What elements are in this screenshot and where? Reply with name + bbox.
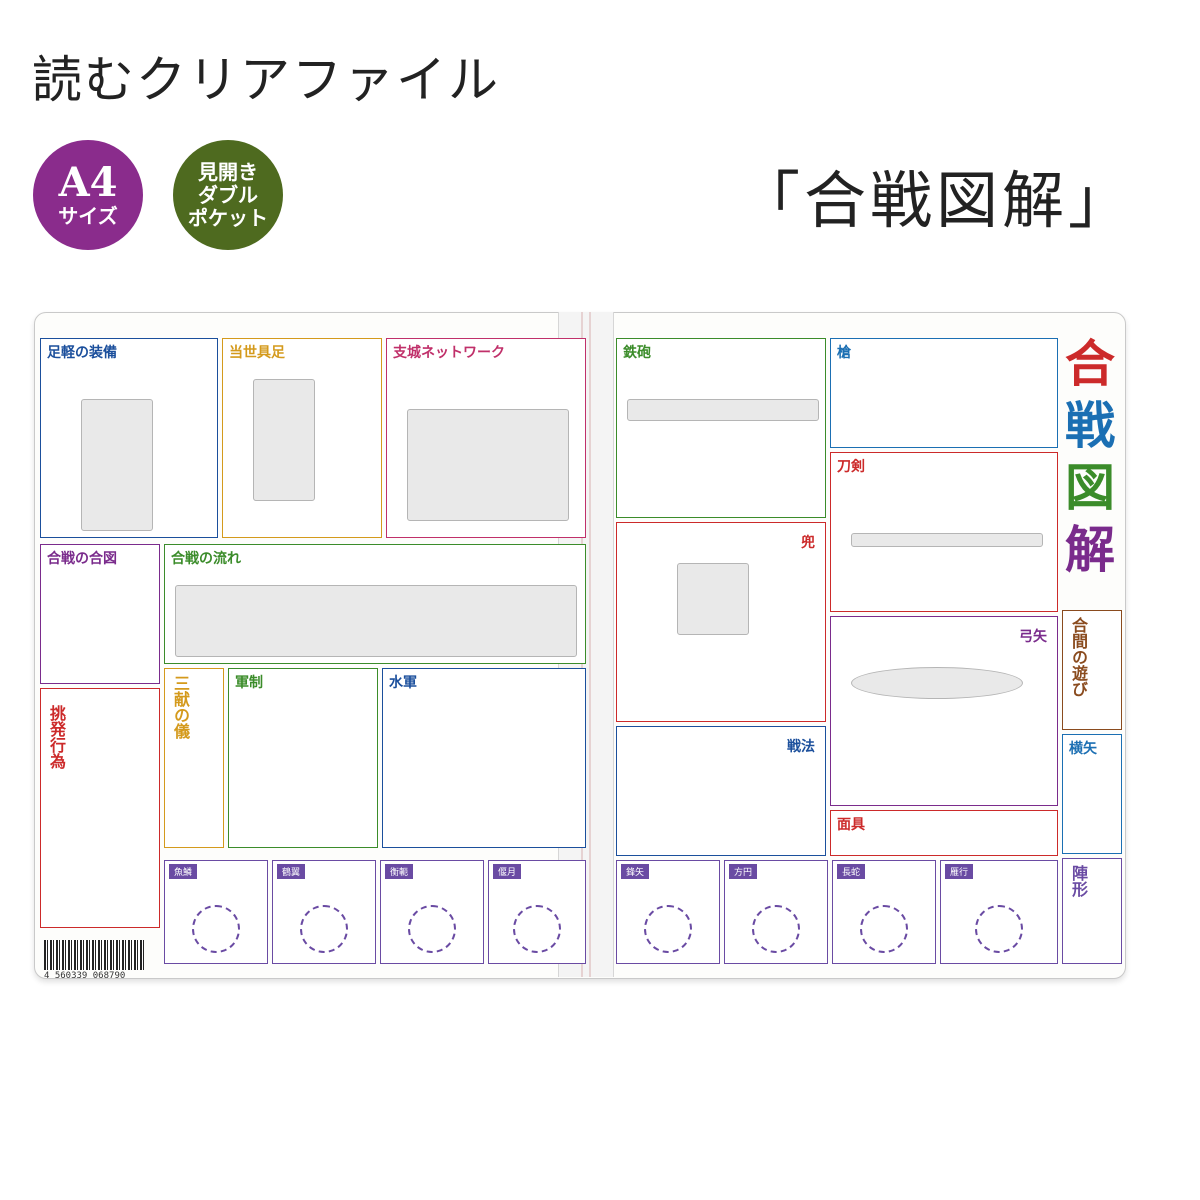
formation-tag: 長蛇 [837, 864, 866, 879]
logo-char: 図 [1065, 458, 1115, 517]
armor-illustration [253, 379, 315, 501]
formation-tag: 鶴翼 [277, 864, 306, 879]
bow-illustration [851, 667, 1023, 699]
formation-tag: 鋒矢 [621, 864, 650, 879]
section-title: 合戦の合図 [47, 551, 117, 567]
castle-illustration [407, 409, 569, 521]
section-yokoya: 横矢 [1062, 734, 1122, 854]
section-title: 弓矢 [1019, 629, 1047, 645]
section-tosei-gusoku: 当世具足 [222, 338, 382, 538]
section-kabuto: 兜 [616, 522, 826, 722]
section-sankon-no-gi: 三献の儀 [164, 668, 224, 848]
section-gunsei: 軍制 [228, 668, 378, 848]
section-title: 三献の儀 [171, 675, 190, 739]
size-badge-small: サイズ [58, 204, 118, 228]
formation-diagram-icon [975, 905, 1023, 953]
size-badge-big: A4 [58, 159, 118, 206]
section-kassen-no-aizu: 合戦の合図 [40, 544, 160, 684]
formation-cell: 鋒矢 [616, 860, 720, 964]
section-title: 当世具足 [229, 345, 285, 361]
barcode [44, 940, 144, 970]
formation-diagram-icon [644, 905, 692, 953]
section-title: 合戦の流れ [171, 551, 241, 567]
section-title: 支城ネットワーク [393, 345, 505, 361]
formation-diagram-icon [300, 905, 348, 953]
barcode-number: 4 560339 068790 [44, 971, 126, 981]
section-aima-no-asobi: 合間の遊び [1062, 610, 1122, 730]
matchlock-illustration [627, 399, 819, 421]
section-title: 合間の遊び [1069, 617, 1088, 697]
formation-cell: 方円 [724, 860, 828, 964]
formation-cell: 魚鱗 [164, 860, 268, 964]
kassen-zukai-logo: 合 戦 図 解 [1063, 333, 1117, 581]
formation-cell: 鶴翼 [272, 860, 376, 964]
formation-tag: 雁行 [945, 864, 974, 879]
formation-cell: 長蛇 [832, 860, 936, 964]
section-title: 足軽の装備 [47, 345, 117, 361]
ashigaru-illustration [81, 399, 153, 531]
section-title: 槍 [837, 345, 851, 361]
pocket-badge: 見開き ダブル ポケット [173, 140, 283, 250]
logo-char: 合 [1065, 334, 1115, 393]
size-badge: A4 サイズ [33, 140, 143, 250]
section-kassen-no-nagare: 合戦の流れ [164, 544, 586, 664]
section-title: 面具 [837, 817, 865, 833]
section-teppo: 鉄砲 [616, 338, 826, 518]
section-senpo: 戦法 [616, 726, 826, 856]
formation-diagram-icon [513, 905, 561, 953]
section-title: 陣形 [1069, 865, 1088, 897]
section-yumiya: 弓矢 [830, 616, 1058, 806]
formation-diagram-icon [752, 905, 800, 953]
section-title: 刀剣 [837, 459, 865, 475]
pocket-badge-line: ダブル [198, 182, 258, 207]
pocket-badge-line: 見開き [198, 159, 258, 184]
section-title: 戦法 [787, 739, 815, 755]
section-title: 水軍 [389, 675, 417, 691]
battle-flow-illustration [175, 585, 577, 657]
section-suigun: 水軍 [382, 668, 586, 848]
formation-cell: 雁行 [940, 860, 1058, 964]
formation-cell: 衡軛 [380, 860, 484, 964]
logo-char: 戦 [1065, 396, 1115, 455]
main-title: 「合戦図解」 [738, 164, 1135, 237]
section-title: 横矢 [1069, 741, 1097, 757]
formation-diagram-icon [192, 905, 240, 953]
section-jinkei: 陣形 [1062, 858, 1122, 964]
sword-illustration [851, 533, 1043, 547]
pocket-badge-line: ポケット [188, 205, 268, 230]
formation-tag: 方円 [729, 864, 758, 879]
section-chohatsu-koi: 挑発行為 [40, 688, 160, 928]
section-katana: 刀剣 [830, 452, 1058, 612]
formation-diagram-icon [860, 905, 908, 953]
section-ashigaru: 足軽の装備 [40, 338, 218, 538]
section-title: 鉄砲 [623, 345, 651, 361]
formation-tag: 衡軛 [385, 864, 414, 879]
section-shijo-network: 支城ネットワーク [386, 338, 586, 538]
section-title: 兜 [801, 535, 815, 551]
formation-tag: 偃月 [493, 864, 522, 879]
formation-cell: 偃月 [488, 860, 586, 964]
helmet-illustration [677, 563, 749, 635]
formation-tag: 魚鱗 [169, 864, 198, 879]
section-yari: 槍 [830, 338, 1058, 448]
section-title: 軍制 [235, 675, 263, 691]
formation-diagram-icon [408, 905, 456, 953]
logo-char: 解 [1065, 520, 1115, 579]
headline: 読むクリアファイル [32, 51, 500, 109]
section-mengu: 面具 [830, 810, 1058, 856]
section-title: 挑発行為 [47, 705, 66, 769]
